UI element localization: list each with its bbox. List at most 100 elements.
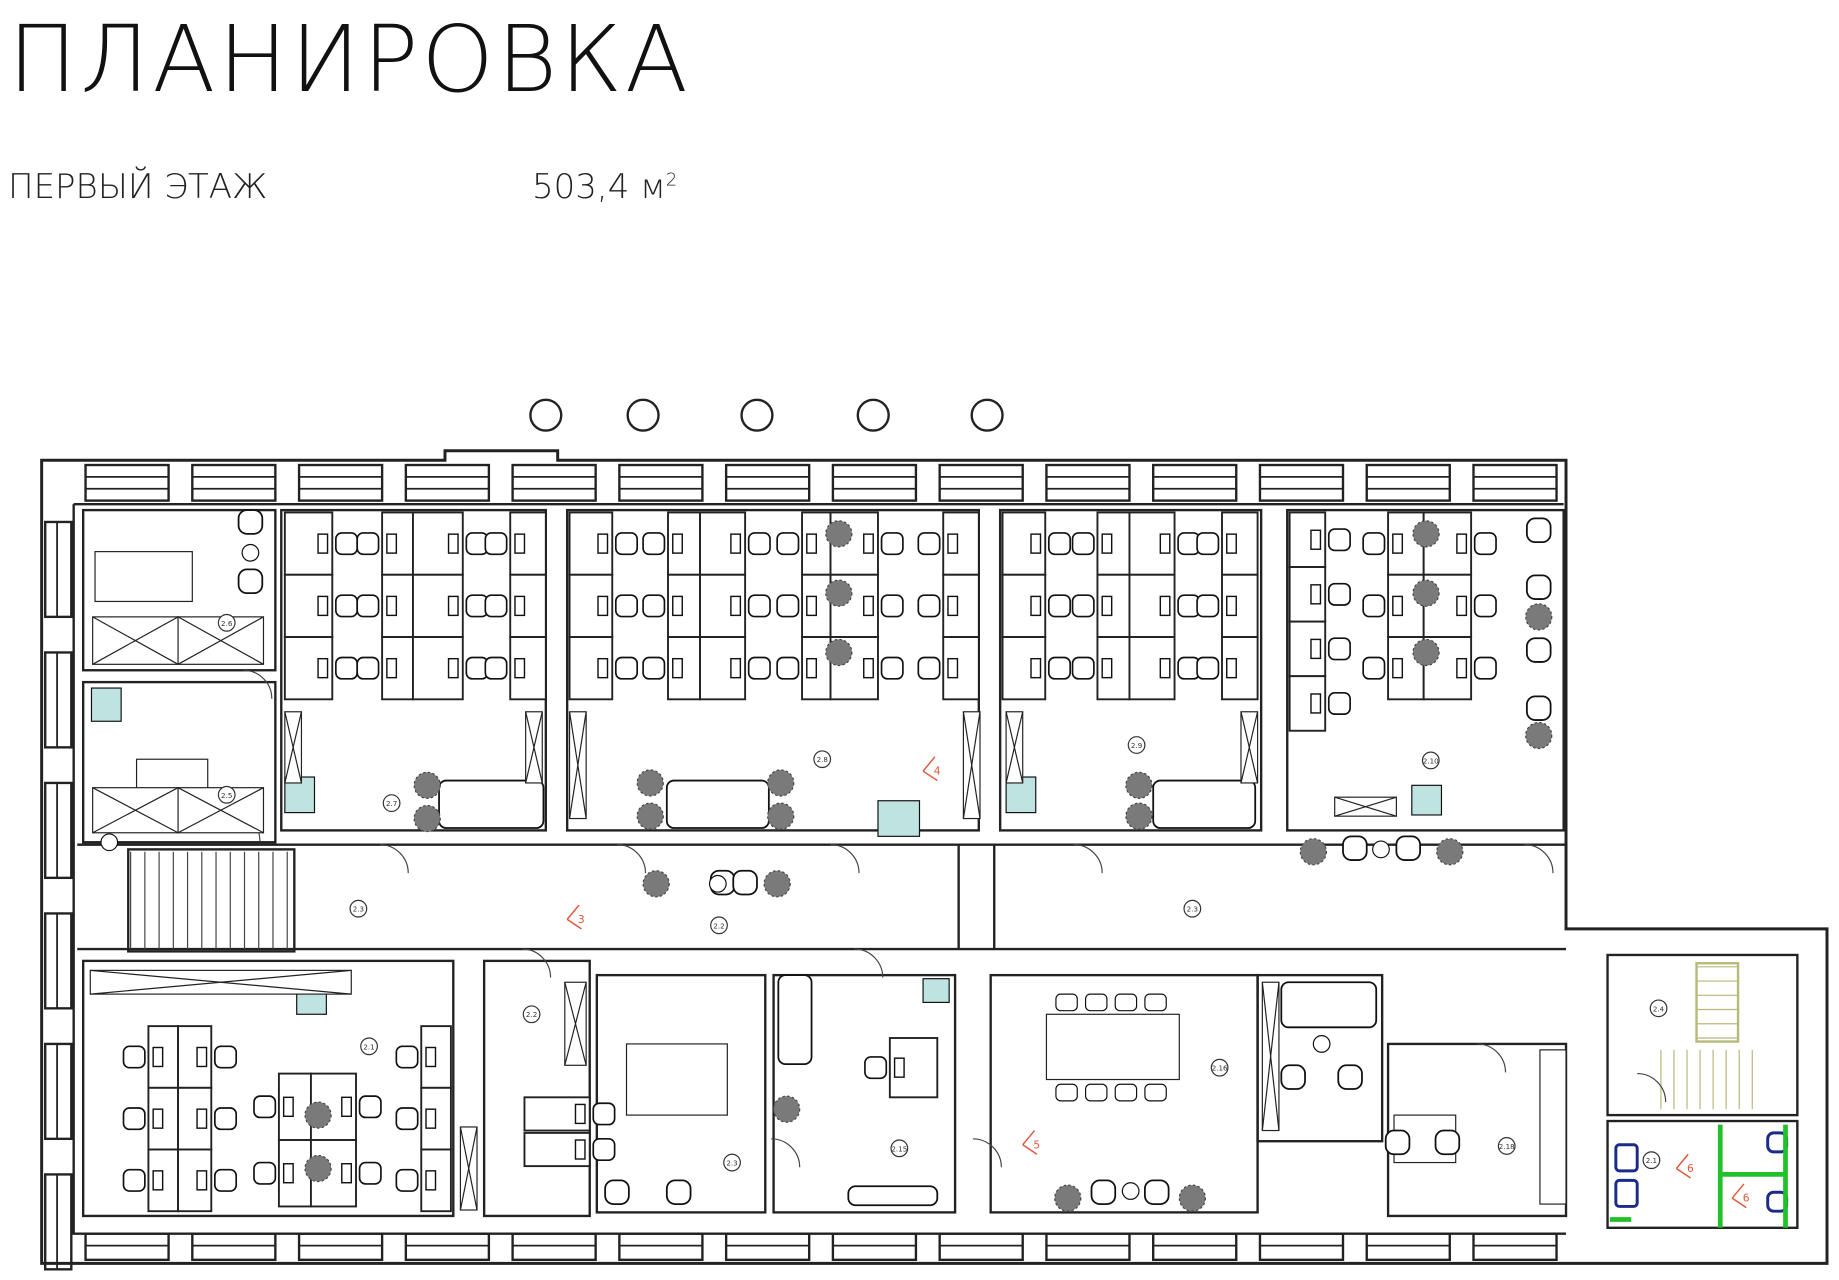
office-chair-icon — [1327, 582, 1351, 606]
view-marker-label: 3 — [578, 913, 585, 926]
room-number: 2.5 — [221, 791, 232, 800]
workstation — [356, 636, 414, 701]
room-number-badge — [723, 1153, 741, 1172]
office-chair-icon — [1362, 532, 1386, 556]
office-chair-icon — [747, 656, 771, 680]
window — [1472, 1232, 1558, 1262]
plant-icon — [767, 802, 795, 830]
office-chair-icon — [776, 532, 800, 556]
office-chair-icon — [776, 594, 800, 618]
workstation — [776, 636, 832, 701]
office-chair-icon — [592, 1102, 616, 1126]
plant-icon — [1125, 771, 1153, 799]
kitchen-counter — [1539, 1049, 1567, 1205]
round-table-icon — [100, 833, 119, 852]
workstation — [917, 511, 980, 576]
furniture — [89, 509, 1789, 1228]
office-chair-icon — [1362, 656, 1386, 680]
armchair-icon — [1337, 1064, 1363, 1090]
monitor-icon — [1226, 657, 1237, 679]
monitor-icon — [1159, 533, 1171, 554]
office-chair-icon — [614, 532, 638, 556]
workstation — [1071, 573, 1131, 638]
view-marker-label: 6 — [1743, 1192, 1750, 1205]
monitor-icon — [152, 1046, 164, 1068]
armchair-icon — [1090, 1179, 1117, 1205]
office-chair-icon — [356, 532, 380, 556]
sofa — [1280, 981, 1378, 1029]
sofa — [1152, 779, 1257, 829]
round-table-icon — [1312, 1035, 1331, 1053]
office-chair-icon — [1327, 528, 1351, 552]
workstation — [917, 636, 980, 701]
table — [94, 551, 193, 603]
outer-wall — [40, 449, 1829, 1265]
view-marker-label: 4 — [934, 765, 941, 778]
office-chair-icon — [776, 656, 800, 680]
plant-icon — [1525, 603, 1553, 631]
window — [297, 1232, 384, 1262]
monitor-icon — [152, 1170, 164, 1191]
room-outline — [1606, 953, 1799, 1117]
armchair-icon — [1434, 1129, 1461, 1156]
monitor-icon — [196, 1170, 208, 1191]
room-number-badge — [522, 1005, 541, 1024]
window — [618, 463, 704, 502]
room-outline — [772, 973, 957, 1214]
workstation — [642, 573, 701, 638]
window — [84, 1232, 170, 1262]
monitor-icon — [152, 1108, 164, 1129]
monitor-icon — [574, 1103, 586, 1125]
floor-area-unit-sup: 2 — [665, 169, 678, 191]
window — [44, 1173, 73, 1271]
office-chair-icon — [214, 1107, 238, 1131]
monitor-icon — [1392, 657, 1404, 679]
floor-label: ПЕРВЫЙ ЭТАЖ — [8, 167, 268, 207]
room-number-badge — [1183, 899, 1202, 918]
office-chair-icon — [484, 656, 508, 680]
desk — [1288, 566, 1327, 623]
plant-icon — [1412, 520, 1440, 548]
room-number: 2.3 — [1187, 905, 1198, 914]
chair-icon — [1114, 1083, 1138, 1102]
plant-icon — [1299, 838, 1327, 866]
plant-icon — [413, 771, 441, 799]
monitor-icon — [574, 1139, 586, 1160]
workstation — [523, 1131, 616, 1168]
door-swing — [522, 948, 552, 978]
window — [1365, 1232, 1451, 1262]
workstation — [568, 636, 638, 701]
monitor-icon — [1226, 595, 1237, 617]
armchair-icon — [237, 568, 264, 595]
armchair-icon — [665, 1179, 692, 1205]
workstation — [699, 511, 771, 576]
monitor-icon — [514, 595, 526, 617]
workstation — [1362, 511, 1425, 576]
monitor-icon — [806, 533, 818, 554]
monitor-icon — [425, 1170, 437, 1191]
room-number: 2.2 — [526, 1010, 537, 1019]
window — [1045, 463, 1131, 502]
office-chair-icon — [122, 1168, 146, 1192]
door-swing — [1073, 844, 1103, 874]
monitor-icon — [1310, 638, 1322, 660]
corridor-wall — [77, 843, 1567, 951]
workstation — [1128, 573, 1201, 638]
monitor-icon — [893, 1057, 905, 1078]
room-number: 2.8 — [817, 755, 829, 764]
monitor-icon — [196, 1108, 208, 1129]
room-number: 2.3 — [726, 1159, 737, 1168]
monitor-icon — [863, 657, 874, 679]
desk — [381, 511, 414, 576]
monitor-icon — [447, 595, 459, 617]
monitor-icon — [341, 1163, 352, 1184]
room-number-badge — [360, 1037, 378, 1056]
workstation — [356, 573, 414, 638]
meeting-table — [1045, 1013, 1180, 1081]
room-number: 2.10 — [1423, 756, 1439, 765]
office-chair-icon — [1196, 532, 1220, 556]
workstation — [1288, 511, 1351, 568]
window — [44, 781, 73, 880]
room-number: 2.9 — [1131, 741, 1143, 750]
cabinet-cross — [568, 711, 587, 819]
